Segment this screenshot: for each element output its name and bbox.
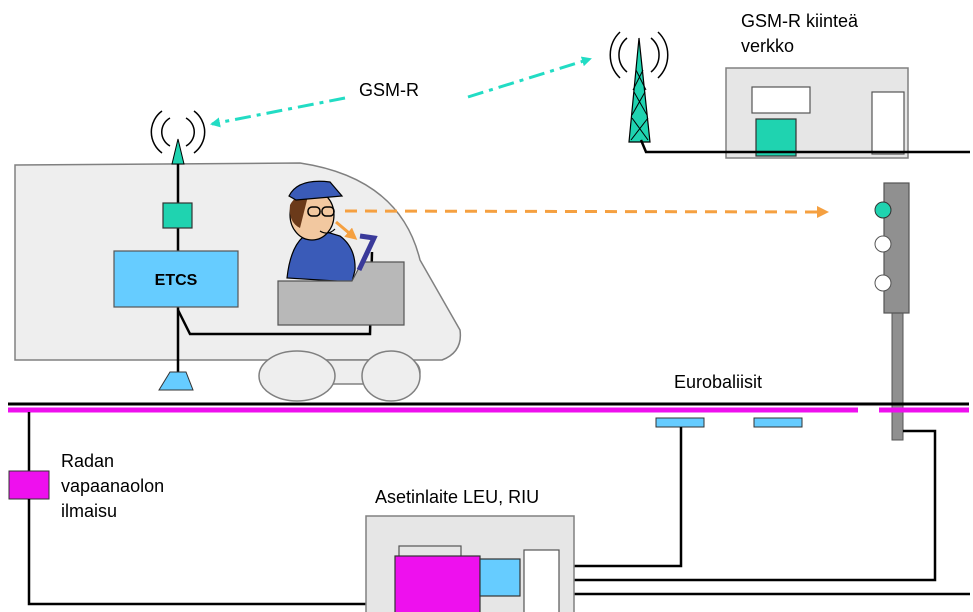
track-detection-to-interlocking-cable <box>27 499 370 606</box>
signal-to-interlocking-cable <box>520 429 937 582</box>
driver-dmi-arrow <box>335 220 358 240</box>
cab-desk <box>277 261 405 326</box>
eurobalise-2 <box>753 417 803 428</box>
gsmr-link-arrow-to-tower <box>467 56 592 99</box>
tower-to-network-cable <box>639 139 970 154</box>
driver-signal-sight-arrow <box>344 205 829 218</box>
interlocking-label: Asetinlaite LEU, RIU <box>375 487 539 507</box>
track <box>8 402 969 413</box>
track-detection-label-line2: vapaanaolon <box>61 476 164 496</box>
gsmr-network-label-line1: GSM-R kiinteä <box>741 11 859 31</box>
eurobalises-label: Eurobaliisit <box>674 372 762 392</box>
track-detection-label-line3: ilmaisu <box>61 501 117 521</box>
track-detection-label-line1: Radan <box>61 451 114 471</box>
track-detection-unit <box>8 470 50 500</box>
onboard-balise-antenna <box>158 371 194 391</box>
gsmr-link-arrow-to-train <box>210 96 346 128</box>
railway-signal-icon <box>874 182 910 441</box>
radio-tower-icon <box>609 31 669 143</box>
train-wheels <box>258 350 421 402</box>
gsmr-label: GSM-R <box>359 80 419 100</box>
train-driver-icon <box>286 180 356 283</box>
antenna-icon <box>150 110 206 165</box>
gsmr-network-label-line2: verkko <box>741 36 794 56</box>
etcs-label: ETCS <box>155 272 198 289</box>
etcs-box <box>113 250 239 308</box>
onboard-radio-module <box>162 202 193 229</box>
eurobalise-1 <box>655 417 705 428</box>
dmi-screen <box>356 233 378 272</box>
gsmr-network-building <box>725 67 909 159</box>
interlocking-building <box>365 515 575 612</box>
